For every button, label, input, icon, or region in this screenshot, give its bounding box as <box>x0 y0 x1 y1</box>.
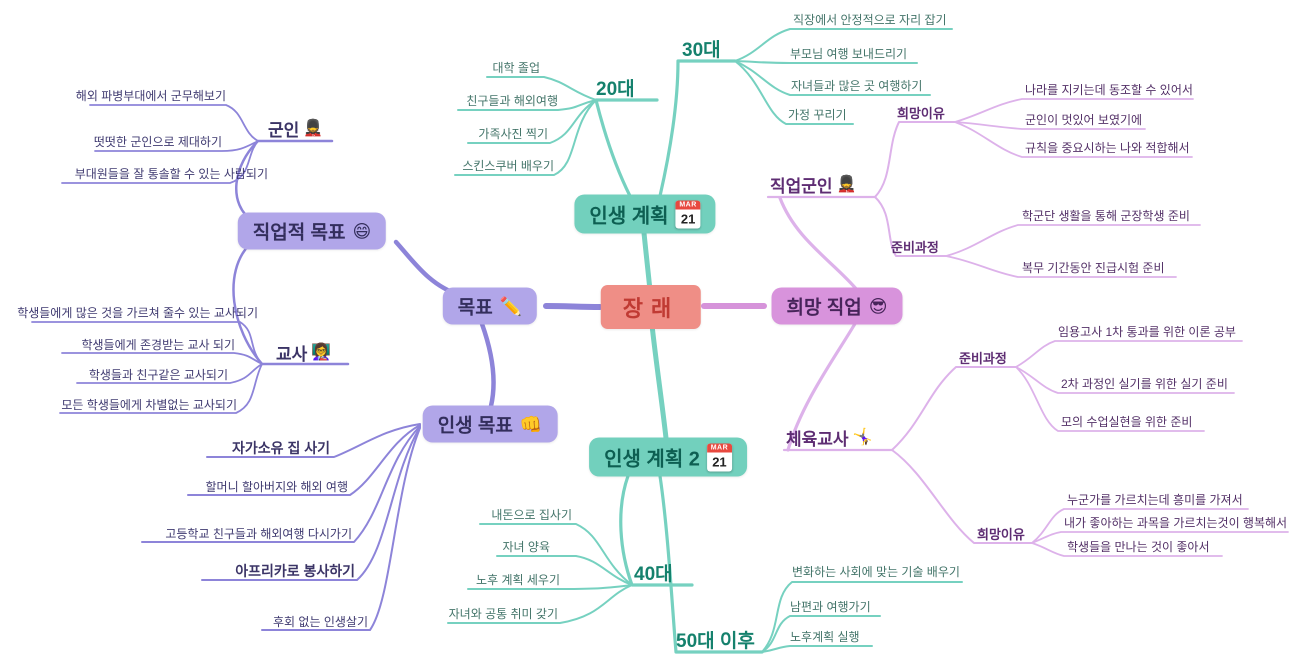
calendar-icon: MAR 21 <box>706 443 732 471</box>
calendar-icon: MAR 21 <box>675 200 701 228</box>
twenties-label: 20대 <box>596 79 635 100</box>
career-goals-node[interactable]: 직업적 목표 😄 <box>237 212 387 250</box>
forties-label: 40대 <box>634 564 673 585</box>
pe-teacher-node[interactable]: 체육교사 🤸‍♀️ <box>786 425 872 450</box>
leaf-item[interactable]: 노후계획 실행 <box>790 630 860 644</box>
pe-teacher-label: 체육교사 <box>786 430 849 449</box>
calendar-day: 21 <box>680 211 696 226</box>
leaf-item[interactable]: 아프리카로 봉사하기 <box>235 563 355 579</box>
leaf-item[interactable]: 학군단 생활을 통해 군장학생 준비 <box>1022 209 1190 223</box>
career-soldier-node[interactable]: 직업군인 💂 <box>770 172 856 197</box>
root-node[interactable]: 장래 <box>600 285 702 329</box>
hope-job-label: 희망 직업 <box>786 297 862 319</box>
life-goals-label: 인생 목표 <box>437 415 513 437</box>
pe-prep-label: 준비과정 <box>959 351 1007 366</box>
leaf-item[interactable]: 학생들에게 많은 것을 가르쳐 줄수 있는 교사되기 <box>17 306 258 320</box>
leaf-item[interactable]: 변화하는 사회에 맞는 기술 배우기 <box>792 565 960 579</box>
goals-label: 목표 <box>457 297 493 319</box>
leaf-item[interactable]: 자녀들과 많은 곳 여행하기 <box>791 79 923 93</box>
leaf-item[interactable]: 스킨스쿠버 배우기 <box>462 159 554 173</box>
leaf-item[interactable]: 남편과 여행가기 <box>790 600 871 614</box>
fifties-node[interactable]: 50대 이후 <box>676 626 755 653</box>
soldier-reason-node[interactable]: 희망이유 <box>897 103 945 122</box>
leaf-item[interactable]: 자녀와 공통 취미 갖기 <box>448 607 558 621</box>
hope-branch-lines <box>701 98 1289 557</box>
grin-emoji-icon: 😄 <box>352 221 372 241</box>
leaf-item[interactable]: 자가소유 집 사기 <box>232 440 330 456</box>
leaf-item[interactable]: 규칙을 중요시하는 나와 적합해서 <box>1025 141 1190 155</box>
leaf-item[interactable]: 자녀 양육 <box>502 540 551 554</box>
pe-prep-node[interactable]: 준비과정 <box>959 348 1007 367</box>
soldier-goal-label: 군인 <box>268 121 300 140</box>
life-plan2-node[interactable]: 인생 계획 2 MAR 21 <box>589 437 747 477</box>
guard-emoji-icon: 💂 <box>303 119 324 137</box>
soldier-goal-node[interactable]: 군인 💂 <box>268 116 323 141</box>
leaf-item[interactable]: 모든 학생들에게 차별없는 교사되기 <box>61 398 237 412</box>
leaf-item[interactable]: 부모님 여행 보내드리기 <box>790 47 908 61</box>
forties-node[interactable]: 40대 <box>634 559 673 586</box>
plan-branch-lines <box>447 28 963 654</box>
leaf-item[interactable]: 노후 계획 세우기 <box>476 573 560 587</box>
soldier-prep-label: 준비과정 <box>891 240 939 255</box>
life-goals-node[interactable]: 인생 목표 👊 <box>422 405 558 443</box>
pe-reason-label: 희망이유 <box>977 527 1025 542</box>
goals-node[interactable]: 목표 ✏️ <box>442 287 538 325</box>
leaf-item[interactable]: 친구들과 해외여행 <box>466 94 558 108</box>
leaf-item[interactable]: 복무 기간동안 진급시험 준비 <box>1022 261 1165 275</box>
pe-reason-node[interactable]: 희망이유 <box>977 524 1025 543</box>
calendar-month: MAR <box>706 443 732 452</box>
leaf-item[interactable]: 2차 과정인 실기를 위한 실기 준비 <box>1061 377 1228 391</box>
thirties-label: 30대 <box>682 40 721 61</box>
teacher-emoji-icon: 👩‍🏫 <box>311 343 332 361</box>
leaf-item[interactable]: 고등학교 친구들과 해외여행 다시가기 <box>165 527 352 541</box>
leaf-item[interactable]: 학생들을 만나는 것이 좋아서 <box>1067 540 1210 554</box>
leaf-item[interactable]: 군인이 멋있어 보였기에 <box>1025 113 1143 127</box>
sunglasses-emoji-icon: 😎 <box>868 296 888 316</box>
leaf-item[interactable]: 후회 없는 인생살기 <box>273 615 368 629</box>
fist-emoji-icon: 👊 <box>519 414 543 434</box>
leaf-item[interactable]: 가정 꾸리기 <box>788 108 847 122</box>
calendar-day: 21 <box>712 454 727 469</box>
soldier-prep-node[interactable]: 준비과정 <box>891 237 939 256</box>
root-label: 장래 <box>622 296 680 321</box>
soldier-reason-label: 희망이유 <box>897 106 945 121</box>
life-plan2-label: 인생 계획 2 <box>604 448 700 471</box>
leaf-item[interactable]: 해외 파병부대에서 군무해보기 <box>75 89 226 103</box>
leaf-item[interactable]: 나라를 지키는데 동조할 수 있어서 <box>1025 83 1193 97</box>
hope-job-node[interactable]: 희망 직업 😎 <box>771 287 903 325</box>
calendar-month: MAR <box>675 200 701 209</box>
leaf-item[interactable]: 떳떳한 군인으로 제대하기 <box>93 135 222 149</box>
leaf-item[interactable]: 내가 좋아하는 과목을 가르치는것이 행복해서 <box>1064 516 1288 530</box>
goals-branch-lines <box>31 104 603 631</box>
leaf-item[interactable]: 대학 졸업 <box>492 61 541 75</box>
leaf-item[interactable]: 학생들에게 존경받는 교사 되기 <box>81 338 235 352</box>
career-soldier-label: 직업군인 <box>770 177 833 196</box>
leaf-item[interactable]: 직장에서 안정적으로 자리 잡기 <box>793 13 947 27</box>
leaf-item[interactable]: 가족사진 찍기 <box>478 127 548 141</box>
leaf-item[interactable]: 학생들과 친구같은 교사되기 <box>88 368 228 382</box>
thirties-node[interactable]: 30대 <box>682 35 721 62</box>
leaf-item[interactable]: 부대원들을 잘 통솔할 수 있는 사람되기 <box>74 167 268 181</box>
career-goals-label: 직업적 목표 <box>252 222 346 244</box>
twenties-node[interactable]: 20대 <box>596 74 635 101</box>
life-plan-label: 인생 계획 <box>589 205 669 228</box>
guard-emoji-icon: 💂 <box>836 175 857 193</box>
leaf-item[interactable]: 임용고사 1차 통과를 위한 이론 공부 <box>1058 325 1236 339</box>
leaf-item[interactable]: 할머니 할아버지와 해외 여행 <box>205 480 348 494</box>
teacher-goal-label: 교사 <box>276 345 308 364</box>
pencil-icon: ✏️ <box>499 296 523 316</box>
fifties-label: 50대 이후 <box>676 631 755 652</box>
life-plan-node[interactable]: 인생 계획 MAR 21 <box>574 194 716 234</box>
leaf-item[interactable]: 내돈으로 집사기 <box>491 508 572 522</box>
cartwheel-emoji-icon: 🤸‍♀️ <box>852 428 873 446</box>
teacher-goal-node[interactable]: 교사 👩‍🏫 <box>276 340 331 365</box>
leaf-item[interactable]: 모의 수업실현을 위한 준비 <box>1061 415 1193 429</box>
leaf-item[interactable]: 누군가를 가르치는데 흥미를 가져서 <box>1067 493 1243 507</box>
